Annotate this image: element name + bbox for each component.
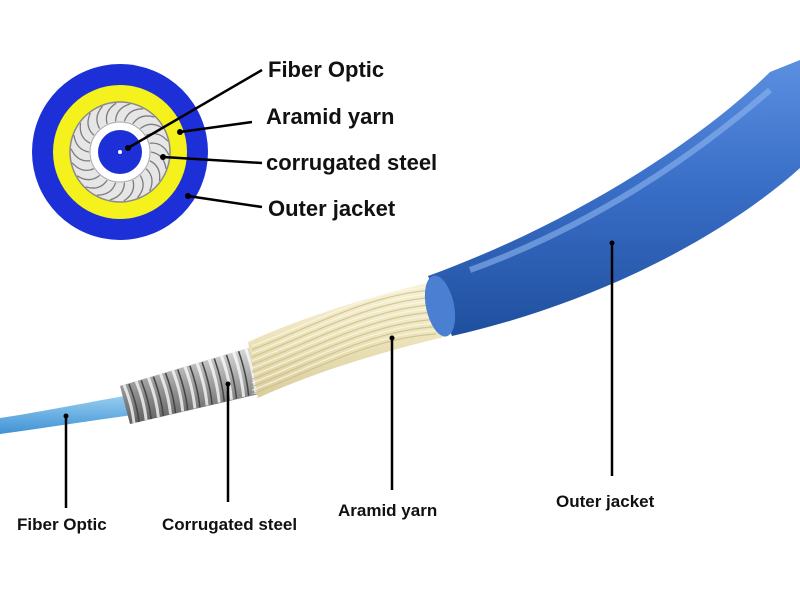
- cable-label-aramid-yarn: Aramid yarn: [338, 501, 438, 520]
- cs-label-outer-jacket: Outer jacket: [268, 196, 396, 221]
- cable-label-fiber-optic: Fiber Optic: [17, 515, 107, 534]
- cable-label-corrugated-steel: Corrugated steel: [162, 515, 298, 534]
- leader-cs-jacket: [187, 194, 263, 209]
- leader-cs-fiber: [127, 68, 263, 150]
- jacket-cut-end: [424, 275, 456, 337]
- cs-label-corrugated-steel: corrugated steel: [266, 150, 438, 175]
- cable-label-outer-jacket: Outer jacket: [556, 492, 655, 511]
- cross-section: [32, 64, 208, 240]
- corrugated-steel-fins: [70, 102, 170, 202]
- jacket-highlight: [468, 87, 772, 273]
- aramid-yarn-strands: [251, 285, 437, 395]
- corrugated-steel-tube: [120, 343, 274, 424]
- fiber-strand: [0, 394, 140, 434]
- outer-jacket-cable: [428, 60, 800, 336]
- cs-label-aramid-yarn: Aramid yarn: [266, 104, 395, 129]
- leader-cs-aramid: [179, 120, 253, 134]
- fiber-center: [118, 150, 122, 154]
- cs-label-fiber-optic: Fiber Optic: [268, 57, 385, 82]
- leader-cs-steel: [162, 155, 263, 165]
